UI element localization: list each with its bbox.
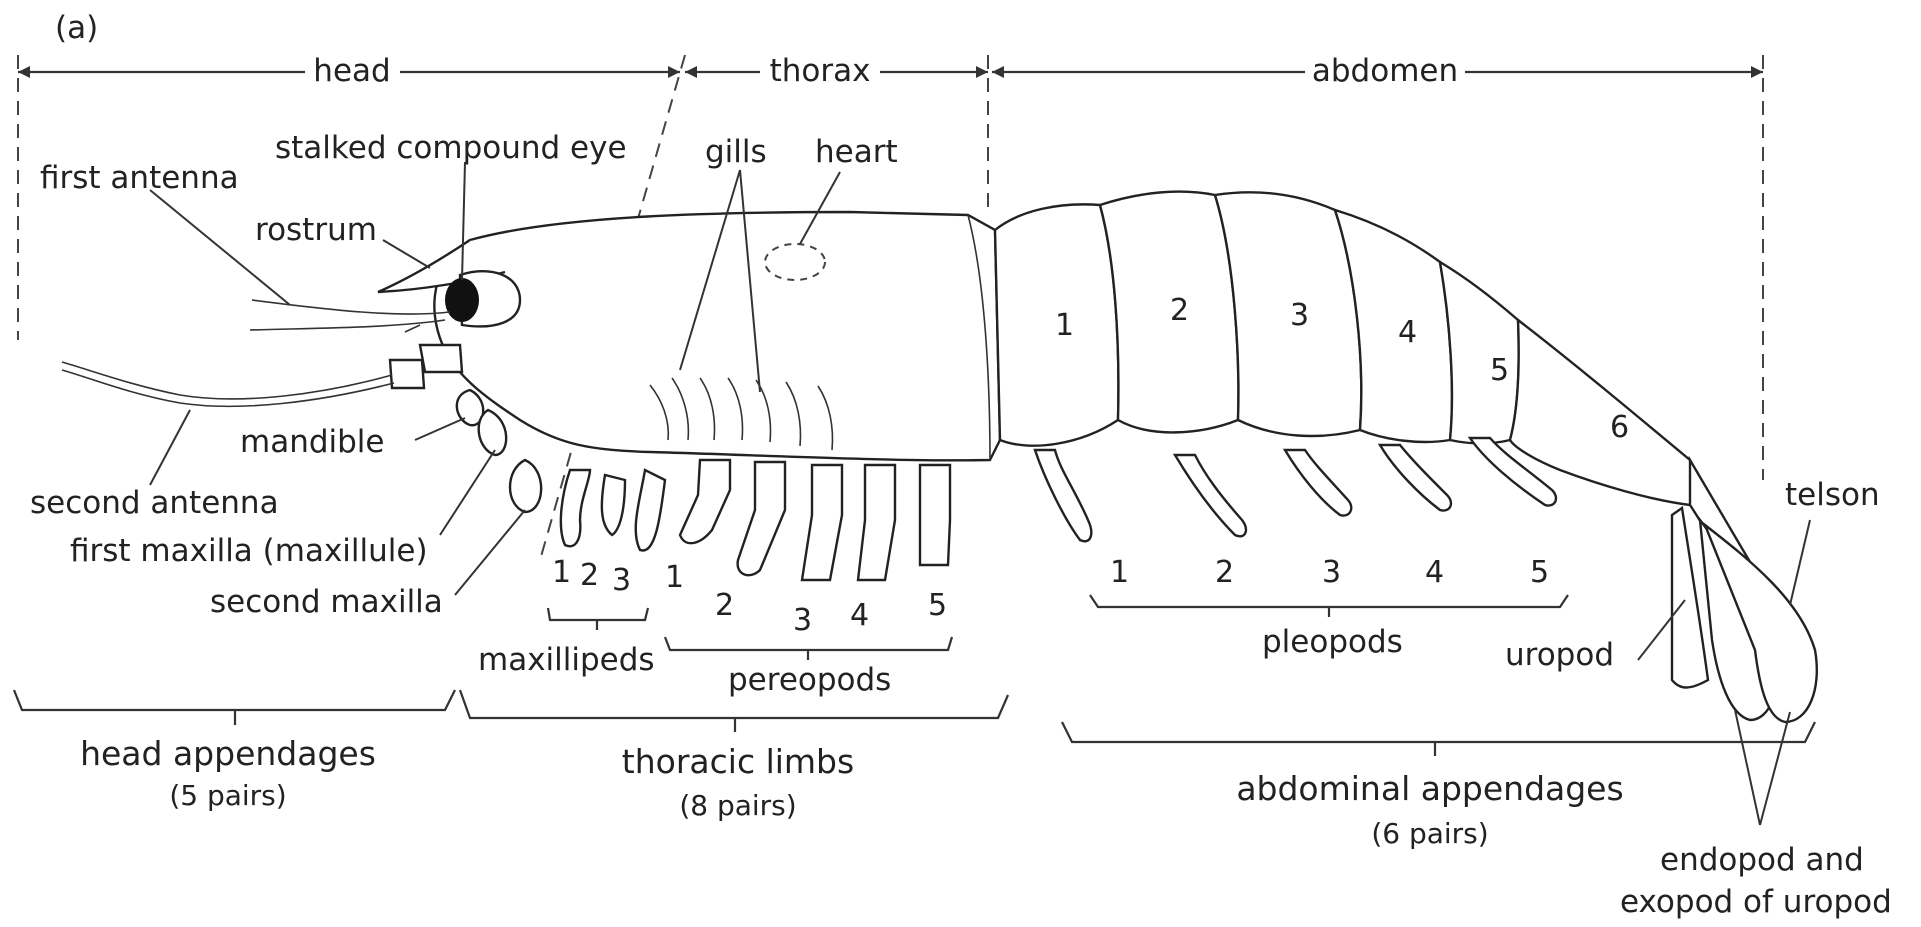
summary-thoracic-limbs: thoracic limbs [622,742,854,781]
pleopod-numbers: 1 2 3 4 5 [1110,555,1549,590]
telson-leader [1790,520,1810,605]
label-endopod-line2: exopod of uropod [1620,884,1892,920]
pleopod-3 [1285,450,1351,516]
pleopod-1 [1035,450,1091,541]
thorax-arrowhead-right [976,66,988,78]
label-telson: telson [1785,477,1880,513]
pereopod-2 [738,462,785,575]
label-heart: heart [815,134,898,170]
maxilliped-numbers: 1 2 3 [552,555,631,598]
pleopod-4 [1380,445,1451,511]
summary-thoracic-pairs: (8 pairs) [679,789,796,822]
abdomen-label: abdomen [1312,53,1458,89]
second-antenna-flagellum [62,362,394,406]
mandible-leader [415,418,465,440]
maxilliped-number: 3 [612,563,631,598]
pereopod-4 [858,465,895,580]
group-label-maxillipeds: maxillipeds [478,642,655,678]
pereopod-3 [802,465,842,580]
segment-number: 5 [1490,353,1509,388]
compound-eye [445,278,479,322]
pereopod-1 [680,460,730,543]
pleopods-bracket [1090,595,1568,617]
thorax-arrowhead-left [685,66,697,78]
maxilliped-2 [602,475,625,535]
abdomen-arrowhead-left [992,66,1004,78]
second-antenna-base-2 [390,360,424,388]
pleopod-2 [1175,455,1246,536]
pereopods-bracket [665,637,952,660]
segment-number: 2 [1170,293,1189,328]
maxilliped-1 [561,470,590,546]
summary-head-pairs: (5 pairs) [169,779,286,812]
pereopod-number: 4 [850,598,869,633]
group-label-pereopods: pereopods [728,662,891,698]
maxilliped-number: 1 [552,555,571,590]
pleopod-number: 2 [1215,555,1234,590]
pleopod-number: 5 [1530,555,1549,590]
exopod-leader [1760,712,1790,825]
label-second-antenna: second antenna [30,485,279,521]
summary-abdominal-appendages: abdominal appendages [1236,769,1623,808]
second-maxilla-shape [510,460,541,512]
label-first-antenna: first antenna [40,160,239,196]
first-antenna-shape [250,300,450,332]
segment-number: 4 [1398,315,1417,350]
abdominal-segment-6 [1510,320,1698,505]
label-stalked-compound-eye: stalked compound eye [275,130,627,166]
pereopod-number: 5 [928,588,947,623]
rostrum-leader [383,240,430,268]
label-endopod-line1: endopod and [1660,842,1864,878]
panel-label: (a) [55,10,98,46]
abdomen-arrowhead-right [1751,66,1763,78]
second-antenna-leader [150,410,190,485]
pereopod-number: 2 [715,588,734,623]
summary-abdominal-pairs: (6 pairs) [1371,817,1488,850]
head-arrowhead-left [18,66,30,78]
pleopod-number: 3 [1322,555,1341,590]
label-first-maxilla: first maxilla (maxillule) [70,533,428,569]
pleopod-number: 1 [1110,555,1129,590]
label-mandible: mandible [240,424,385,460]
endopod-leader [1735,710,1760,825]
head-arrowhead-right [668,66,680,78]
group-brackets [548,595,1568,660]
maxilliped-3 [636,470,665,550]
label-uropod: uropod [1505,637,1614,673]
segment-number: 1 [1055,308,1074,343]
label-second-maxilla: second maxilla [210,584,443,620]
head-appendages-bracket [14,690,455,725]
pereopod-number: 1 [665,560,684,595]
pereopod-5 [920,465,950,565]
maxilliped-number: 2 [580,558,599,593]
abdominal-appendages-bracket [1062,722,1815,756]
label-rostrum: rostrum [255,212,377,248]
pereopod-number: 3 [793,603,812,638]
segment-number: 3 [1290,298,1309,333]
group-label-pleopods: pleopods [1262,624,1403,660]
pleopod-number: 4 [1425,555,1444,590]
label-gills: gills [705,134,767,170]
second-maxilla-leader [455,510,525,595]
maxillipeds-bracket [548,608,648,630]
thorax-label: thorax [770,53,871,89]
first-maxilla-shape [479,410,507,455]
segment-number: 6 [1610,410,1629,445]
head-label: head [313,53,390,89]
first-maxilla-leader [440,450,495,535]
summary-head-appendages: head appendages [80,734,376,773]
second-antenna-base [420,345,462,372]
